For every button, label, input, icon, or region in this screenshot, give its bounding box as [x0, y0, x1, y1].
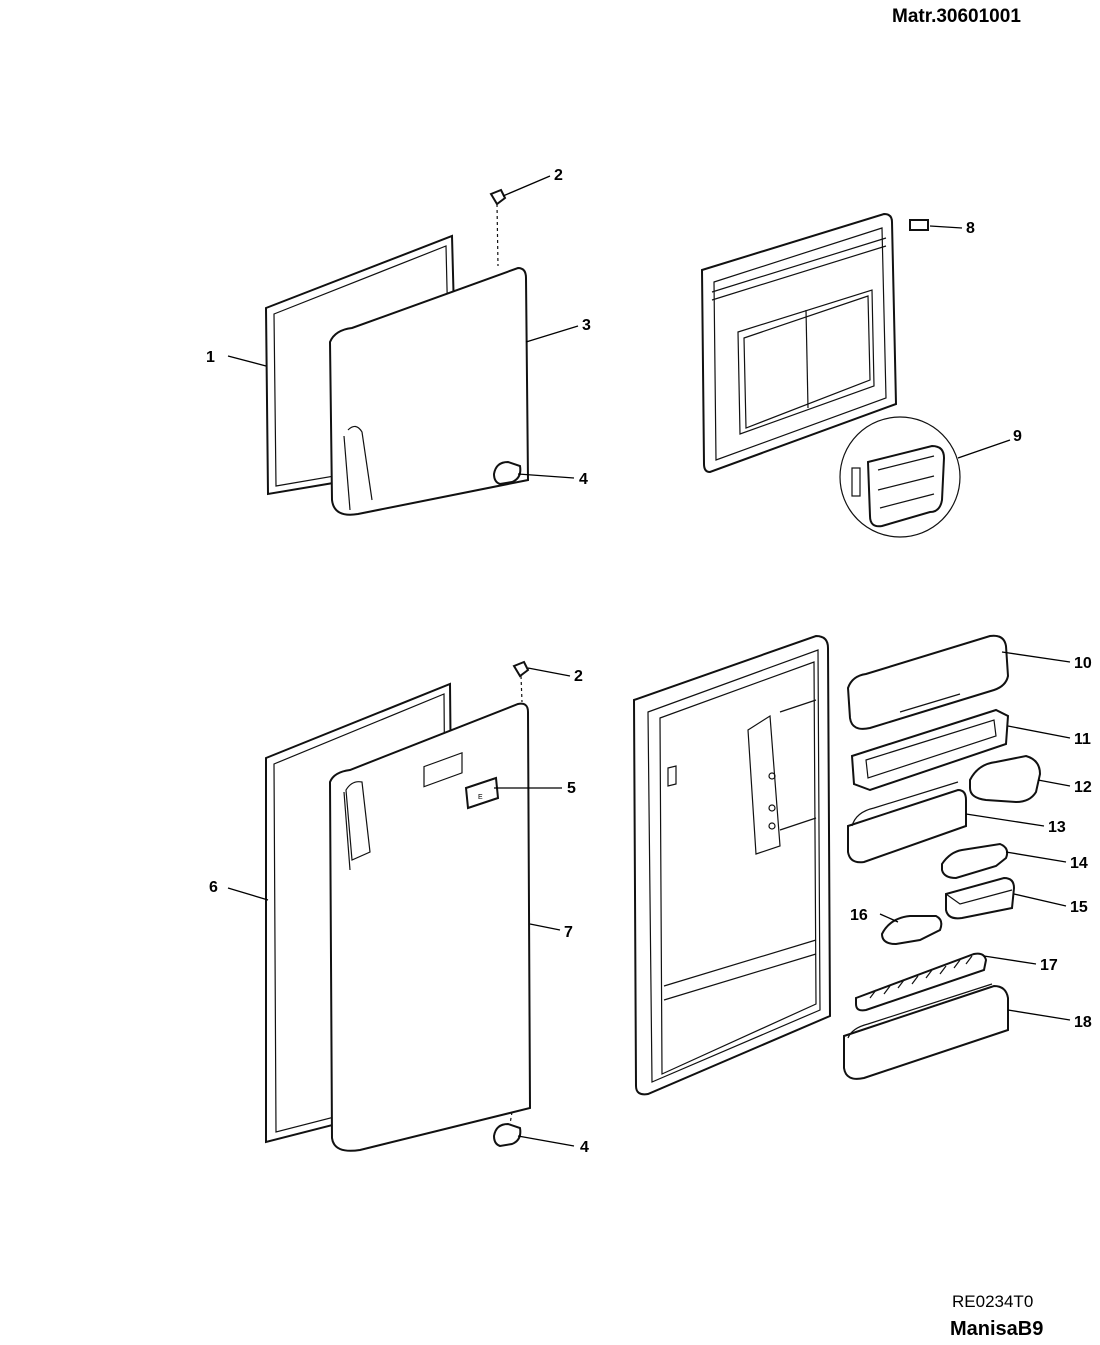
part-10-dairy-cover — [846, 634, 1010, 730]
callout-10: 10 — [1074, 655, 1092, 672]
callout-16: 16 — [850, 907, 868, 924]
callout-13: 13 — [1048, 819, 1066, 836]
part-12-egg-holder — [969, 754, 1042, 804]
part-8-freezer-inner-door — [700, 212, 898, 474]
callout-1: 1 — [206, 349, 215, 366]
callout-4-bottom: 4 — [580, 1139, 589, 1156]
part-4-hinge-bushing-top — [492, 460, 522, 486]
material-number: Matr.30601001 — [892, 6, 1021, 27]
drawing-reference: RE0234T0 — [952, 1292, 1034, 1311]
callout-2-bottom: 2 — [574, 668, 583, 685]
callout-3: 3 — [582, 317, 591, 334]
part-9-detail-circle — [839, 416, 961, 538]
callout-8: 8 — [966, 220, 975, 237]
part-15-small-box — [945, 876, 1016, 920]
part-inner-fridge-door — [632, 634, 832, 1096]
part-18-bottle-bin — [843, 983, 1009, 1080]
part-2-hinge-pin-bottom — [512, 660, 530, 703]
callout-15: 15 — [1070, 899, 1088, 916]
part-11-shelf — [850, 708, 1010, 792]
callout-11: 11 — [1074, 731, 1091, 748]
callout-5: 5 — [567, 780, 576, 797]
callout-labels: 1 2 3 4 8 9 2 5 6 7 4 10 11 12 13 14 15 … — [206, 167, 1092, 1156]
callout-18: 18 — [1074, 1014, 1092, 1031]
part-14-small-cover — [941, 842, 1009, 880]
callout-17: 17 — [1040, 957, 1058, 974]
label-plate-text: E — [478, 794, 483, 801]
leader-lines — [227, 175, 1071, 1147]
part-3-freezer-door — [328, 266, 530, 516]
callout-12: 12 — [1074, 779, 1092, 796]
part-4-hinge-bushing-bottom — [492, 1111, 522, 1148]
part-8-clip — [909, 219, 929, 231]
model-name: ManisaB9 — [950, 1318, 1044, 1340]
callout-14: 14 — [1070, 855, 1088, 872]
part-5-label-plate: E — [464, 776, 500, 810]
part-2-hinge-pin-top — [489, 188, 507, 267]
part-7-fridge-door — [328, 702, 532, 1152]
callout-4-top: 4 — [579, 471, 588, 488]
callout-2-top: 2 — [554, 167, 563, 184]
callout-7: 7 — [564, 924, 573, 941]
part-7-display-window — [423, 752, 463, 788]
part-16-ice-tray — [880, 915, 943, 946]
callout-6: 6 — [209, 879, 218, 896]
part-13-door-bin — [847, 781, 967, 864]
part-17-egg-tray — [855, 952, 988, 1012]
callout-9: 9 — [1013, 428, 1022, 445]
